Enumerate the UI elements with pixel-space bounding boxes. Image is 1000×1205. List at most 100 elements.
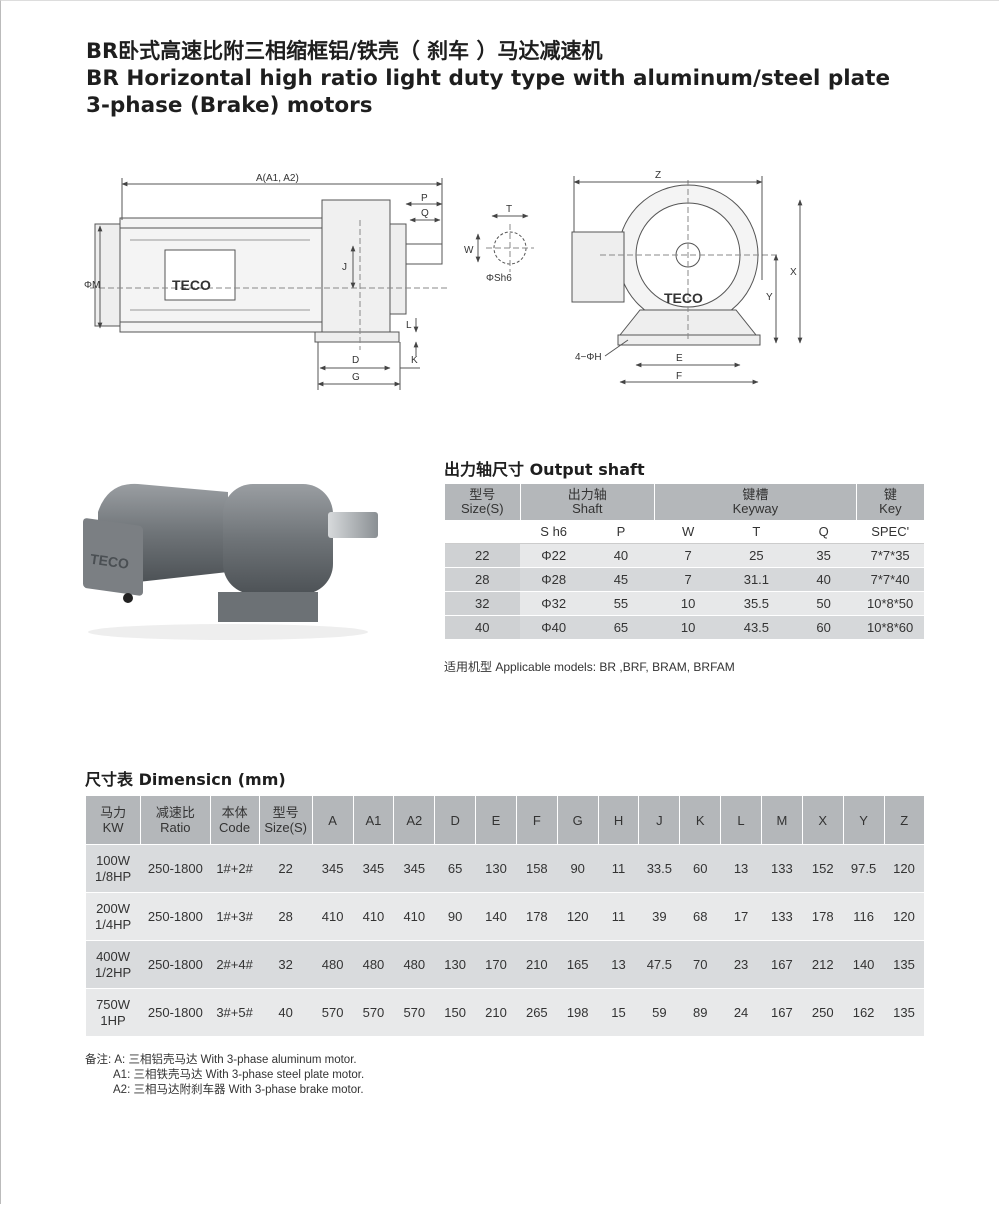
dim-label-A: A(A1, A2) [256, 173, 299, 184]
dim-table-cell: 90 [434, 892, 476, 941]
dim-header-cell: M [760, 796, 803, 845]
dim-table-cell: 11 [598, 892, 639, 941]
applicable-models: 适用机型 Applicable models: BR ,BRF, BRAM, B… [444, 660, 735, 674]
shaft-table-cell: 7 [654, 543, 722, 568]
shaft-table-cell: 22 [444, 543, 520, 568]
shaft-table-cell: 40 [444, 615, 520, 640]
shaft-table-cell: 7*7*40 [856, 567, 924, 592]
dim-label-Y: Y [766, 292, 773, 303]
dim-table-cell: 167 [761, 988, 803, 1036]
note-a2: A2: 三相马达附刹车器 With 3-phase brake motor. [113, 1084, 364, 1096]
dim-table-cell: 120 [557, 892, 599, 941]
shaft-subheader-cell: Q [791, 520, 857, 544]
dim-label-Sh6: ΦSh6 [486, 273, 512, 284]
dim-header-cell: Z [883, 796, 924, 845]
dim-table-cell: 11 [598, 844, 639, 893]
dim-table-cell: 250-1800 [140, 844, 211, 893]
dim-table-cell: 210 [516, 940, 558, 989]
dim-table-cell: 158 [516, 844, 558, 893]
dim-table-cell: 250 [802, 988, 844, 1036]
shaft-subheader-cell: W [654, 520, 722, 544]
title-english-line2: 3-phase (Brake) motors [86, 93, 373, 118]
dim-table-cell: 480 [312, 940, 354, 989]
dim-table-cell: 60 [679, 844, 721, 893]
dim-label-Z: Z [655, 170, 661, 181]
dim-label-X: X [790, 267, 797, 278]
dim-label-G: G [352, 372, 360, 383]
dim-header-cell: X [801, 796, 844, 845]
dim-table-cell: 28 [259, 892, 313, 941]
dim-label-D: D [352, 355, 359, 366]
dim-table-cell: 116 [843, 892, 884, 941]
shaft-subheader-cell: P [587, 520, 655, 544]
shaft-table-cell: 10 [654, 591, 722, 616]
dim-table-cell: 345 [353, 844, 394, 893]
dim-table-cell: 2#+4# [210, 940, 260, 989]
dimension-table-title: 尺寸表 Dimensicn (mm) [85, 770, 286, 789]
shaft-table-cell: 50 [791, 591, 857, 616]
shaft-subheader-cell: SPEC' [856, 520, 924, 544]
shaft-table-cell: 28 [444, 567, 520, 592]
dim-table-cell: 570 [312, 988, 354, 1036]
dim-table-cell: 120 [884, 892, 924, 941]
dim-table-cell: 210 [475, 988, 517, 1036]
dim-table-cell: 250-1800 [140, 892, 211, 941]
dim-table-cell: 198 [557, 988, 599, 1036]
dim-header-cell: A [311, 796, 354, 845]
dim-label-M: ΦM [84, 280, 100, 291]
shaft-table-cell: 31.1 [721, 567, 792, 592]
side-view [90, 178, 450, 390]
brand-logo-side: TECO [172, 277, 211, 293]
shaft-table-cell: 7 [654, 567, 722, 592]
dim-table-cell: 212 [802, 940, 844, 989]
dim-table-cell: 410 [312, 892, 354, 941]
dim-header-cell: A1 [352, 796, 394, 845]
dim-label-F: F [676, 371, 682, 382]
dim-table-cell: 3#+5# [210, 988, 260, 1036]
dim-table-cell: 120 [884, 844, 924, 893]
shaft-table-cell: 60 [791, 615, 857, 640]
dim-table-cell: 15 [598, 988, 639, 1036]
dim-table-cell: 70 [679, 940, 721, 989]
shaft-table-cell: Φ32 [520, 591, 588, 616]
dim-label-E: E [676, 353, 683, 364]
dim-table-cell: 133 [761, 844, 803, 893]
output-shaft-title: 出力轴尺寸 Output shaft [444, 460, 645, 479]
shaft-section-view [475, 213, 534, 272]
shaft-table-cell: 65 [587, 615, 655, 640]
shaft-table-cell: Φ28 [520, 567, 588, 592]
dim-header-cell: F [515, 796, 558, 845]
dim-header-cell: A2 [393, 796, 435, 845]
dim-table-cell: 65 [434, 844, 476, 893]
product-photo: TECO [83, 483, 378, 640]
dim-label-T: T [506, 204, 512, 215]
dim-table-cell: 133 [761, 892, 803, 941]
brand-logo-front: TECO [664, 290, 703, 306]
shaft-table-cell: 55 [587, 591, 655, 616]
dim-table-cell: 345 [393, 844, 435, 893]
shaft-subheader-cell: S h6 [520, 520, 588, 544]
note-a1: A1: 三相铁壳马达 With 3-phase steel plate moto… [113, 1069, 365, 1081]
shaft-table-cell: 43.5 [721, 615, 792, 640]
dim-label-W: W [464, 245, 474, 256]
dim-table-cell: 135 [884, 940, 924, 989]
dim-table-cell: 165 [557, 940, 599, 989]
dim-table-cell: 345 [312, 844, 354, 893]
shaft-table-cell: 10 [654, 615, 722, 640]
dim-table-cell: 265 [516, 988, 558, 1036]
dim-label-H: 4−ΦH [575, 352, 602, 363]
dim-table-cell: 140 [843, 940, 884, 989]
